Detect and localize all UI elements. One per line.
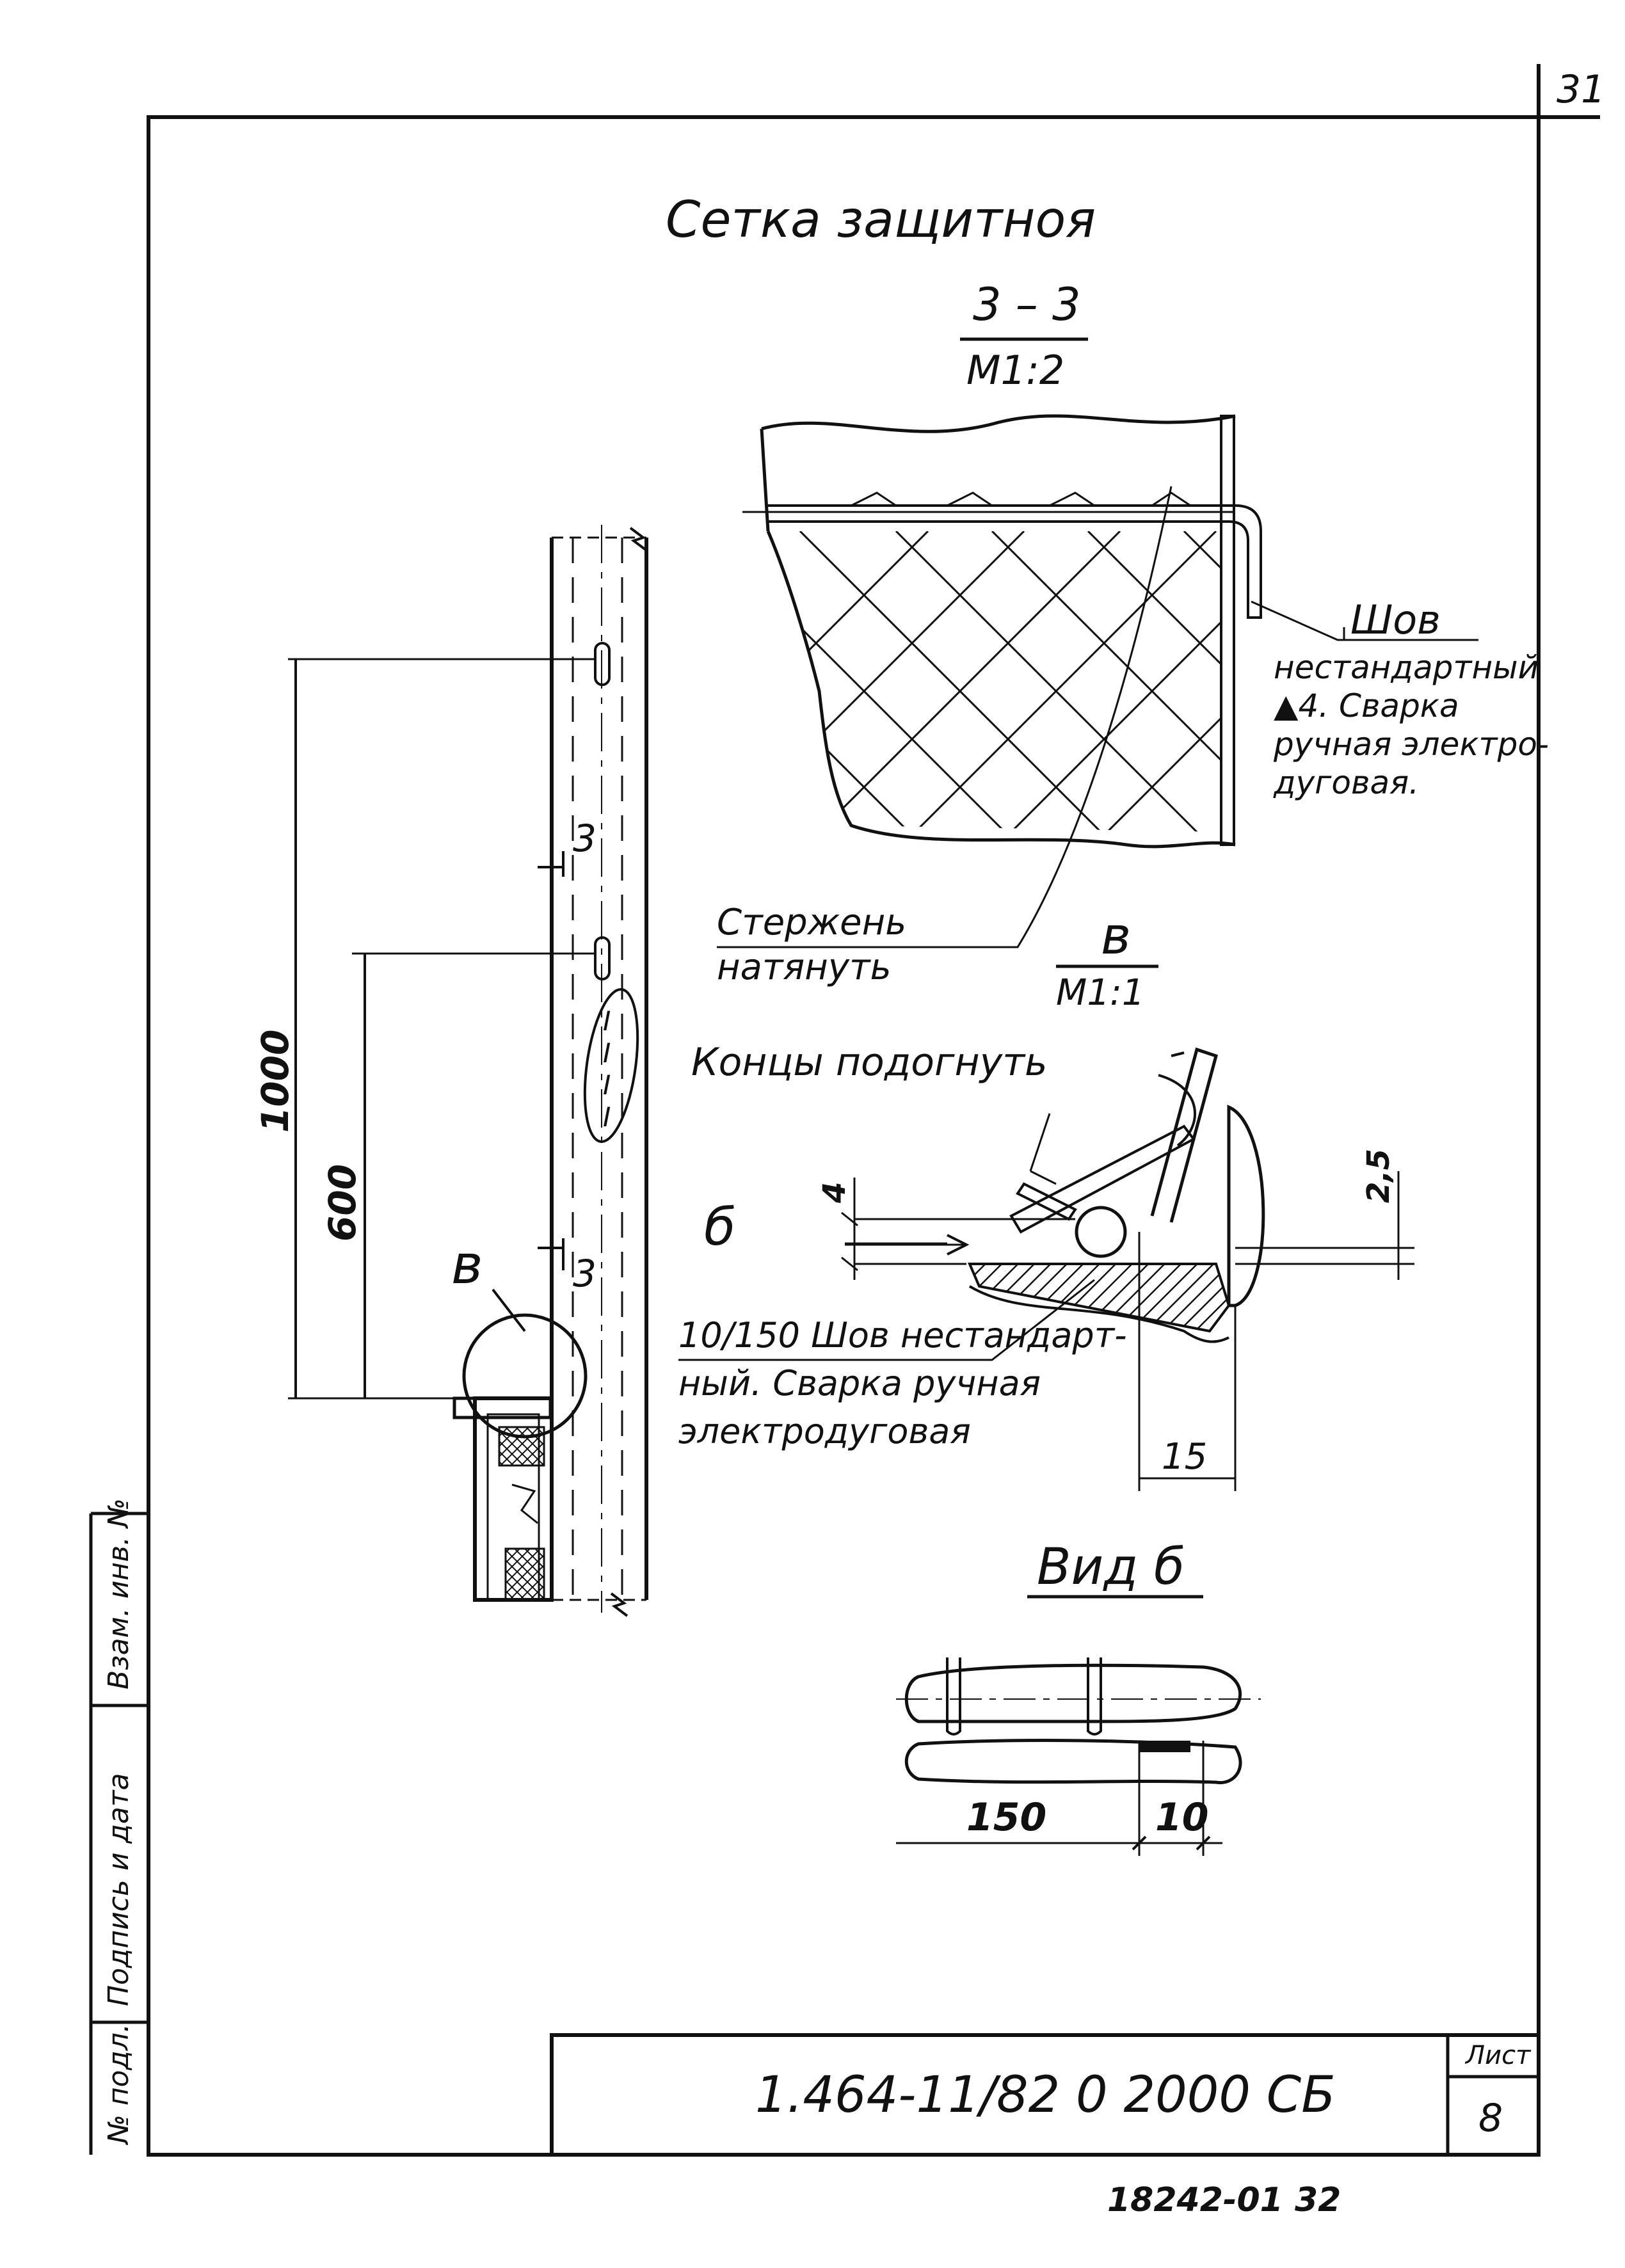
weld-note-4: дуговая.	[1273, 764, 1419, 801]
detail-v-label: в	[1101, 906, 1131, 966]
section-33-label: 3 – 3	[973, 278, 1081, 331]
stamp-podpis-data: Подпись и дата	[102, 1773, 135, 2006]
detail-weld-note-1: 10/150 Шов нестандарт-	[678, 1315, 1127, 1355]
section-mark-bottom: 3	[573, 1252, 596, 1295]
dim-150: 150	[966, 1795, 1046, 1840]
stamp-inv-podl: № подл.	[102, 2024, 135, 2146]
stamp-vzam-inv: Взам. инв. №	[102, 1498, 135, 1689]
weld-note-3: ручная электро-	[1273, 726, 1549, 763]
dim-2-5: 2,5	[1361, 1149, 1397, 1203]
callout-detail-v: в	[451, 1233, 483, 1296]
document-code: 1.464-11/82 0 2000 СБ	[755, 2066, 1336, 2124]
detail-v-drawing	[678, 1047, 1414, 1491]
detail-weld-note-2: ный. Сварка ручная	[678, 1363, 1041, 1403]
weld-title: Шов	[1350, 596, 1441, 643]
weld-note-1: нестандартный	[1274, 649, 1539, 686]
dim-1000: 1000	[253, 1030, 297, 1133]
detail-mark-3: I	[603, 1069, 611, 1101]
elevation-view	[288, 525, 648, 1617]
dim-600: 600	[321, 1164, 364, 1242]
dim-15: 15	[1162, 1436, 1207, 1478]
detail-mark-2: I	[603, 1037, 611, 1069]
view-b-drawing	[896, 1657, 1261, 1856]
dim-4: 4	[817, 1182, 853, 1204]
detail-mark-4: I	[603, 1101, 611, 1133]
sheet-frame	[89, 64, 1600, 2157]
detail-weld-note-3: электродуговая	[678, 1411, 971, 1451]
section-mark-top: 3	[573, 817, 596, 860]
detail-v-scale: М1:1	[1056, 972, 1144, 1014]
page-title: Сетка защитноя	[666, 191, 1096, 249]
sheet-label: Лист	[1464, 2041, 1532, 2070]
section-33-scale: М1:2	[966, 347, 1064, 394]
archive-number: 18242-01 32	[1107, 2181, 1341, 2219]
section-33-drawing	[717, 414, 1478, 948]
rod-note-2: натянуть	[717, 946, 892, 988]
weld-note-2: ▲4. Сварка	[1274, 687, 1459, 724]
rod-note-1: Стержень	[717, 902, 906, 943]
view-b-label: Вид б	[1037, 1538, 1185, 1596]
page-number: 31	[1557, 67, 1605, 112]
detail-mark-1: I	[603, 1005, 611, 1037]
dim-10: 10	[1155, 1795, 1209, 1840]
bend-note: Концы подогнуть	[691, 1040, 1048, 1085]
sheet-number: 8	[1478, 2096, 1503, 2141]
view-arrow-b: б	[704, 1197, 735, 1257]
